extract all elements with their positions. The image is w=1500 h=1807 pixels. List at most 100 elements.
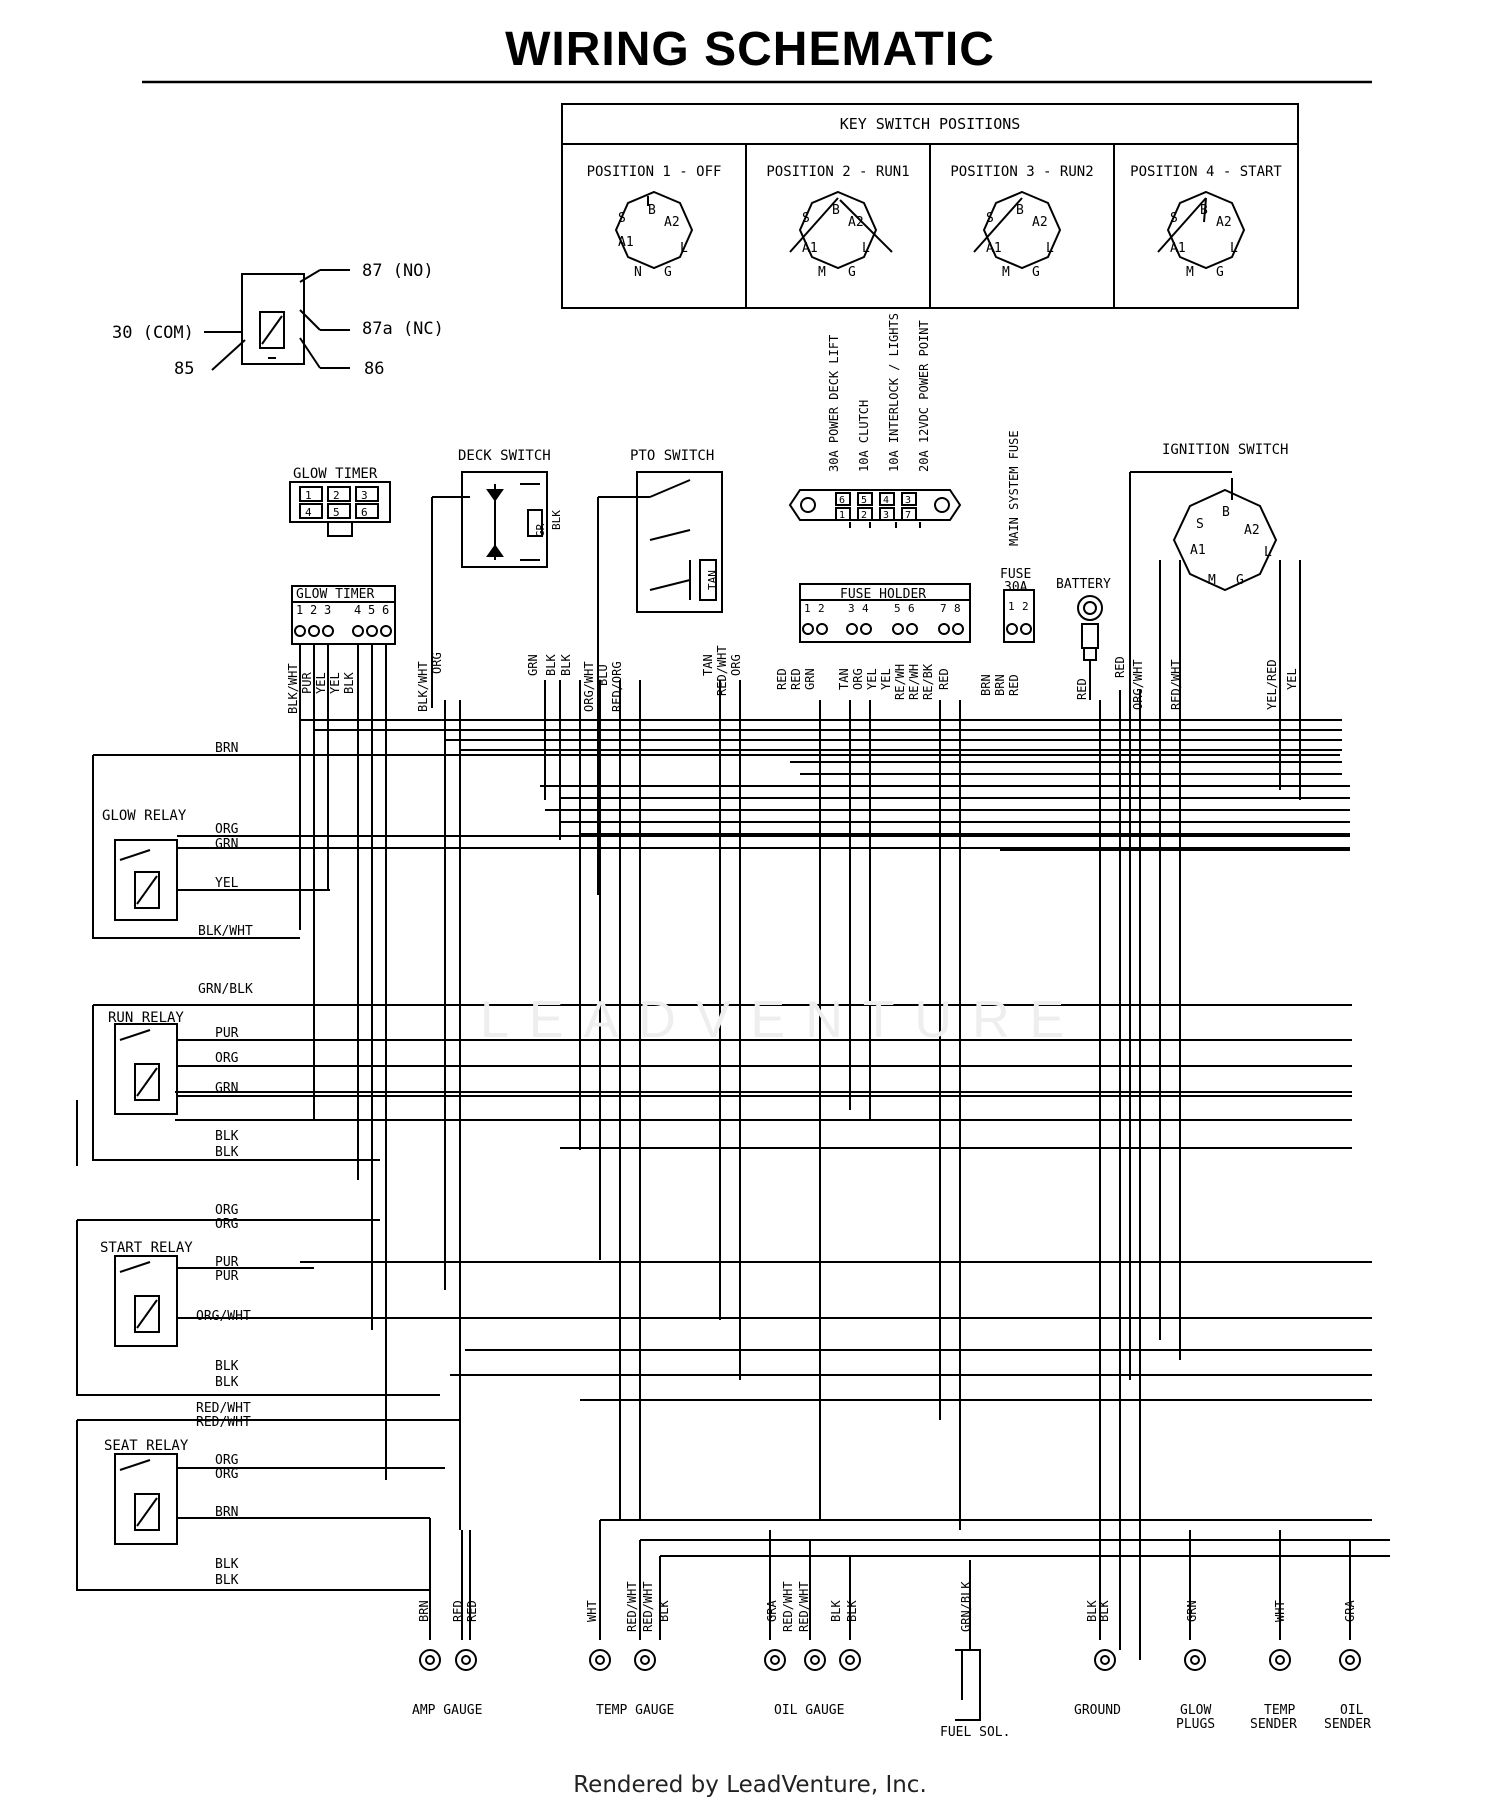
svg-text:YEL: YEL <box>879 668 893 690</box>
run-relay-label: RUN RELAY <box>108 1010 184 1026</box>
svg-text:G: G <box>664 265 672 280</box>
glow-relay-symbol <box>92 754 1350 939</box>
svg-text:BLK: BLK <box>215 1359 239 1374</box>
svg-text:B: B <box>648 203 656 218</box>
svg-text:RED: RED <box>465 1600 479 1622</box>
svg-text:1: 1 <box>1008 600 1015 613</box>
svg-text:BLK: BLK <box>544 654 558 676</box>
svg-text:RED: RED <box>1007 674 1021 696</box>
svg-text:BRN: BRN <box>417 1600 431 1622</box>
svg-text:GRN: GRN <box>215 837 238 852</box>
svg-text:5: 5 <box>861 495 867 506</box>
svg-text:2: 2 <box>861 510 867 521</box>
svg-text:BRN: BRN <box>979 674 993 696</box>
svg-text:FUSE HOLDER: FUSE HOLDER <box>840 587 926 602</box>
svg-text:B: B <box>1200 203 1208 218</box>
temp-gauge-label: TEMP GAUGE <box>596 1703 674 1718</box>
svg-text:4: 4 <box>305 506 312 519</box>
svg-text:2: 2 <box>310 603 317 617</box>
svg-text:BRN: BRN <box>215 741 238 756</box>
svg-text:3: 3 <box>361 489 368 502</box>
svg-text:M: M <box>818 265 826 280</box>
svg-text:20A 12VDC POWER POINT: 20A 12VDC POWER POINT <box>917 320 931 472</box>
svg-text:GRA: GRA <box>765 1600 779 1622</box>
svg-text:BRN: BRN <box>215 1505 238 1520</box>
svg-text:BLK/WHT: BLK/WHT <box>416 661 430 712</box>
svg-text:RED: RED <box>451 1600 465 1622</box>
svg-text:BLK: BLK <box>215 1573 239 1588</box>
svg-text:6: 6 <box>361 506 368 519</box>
oil-sender-label-2: SENDER <box>1324 1717 1371 1732</box>
fuel-sol-label: FUEL SOL. <box>940 1725 1010 1740</box>
svg-text:BLK: BLK <box>845 1600 859 1622</box>
svg-text:BLK: BLK <box>215 1375 239 1390</box>
position-4-label: POSITION 4 - START <box>1130 164 1282 180</box>
svg-text:G: G <box>1032 265 1040 280</box>
svg-text:GRN: GRN <box>1185 1600 1199 1622</box>
svg-text:PUR: PUR <box>215 1255 239 1270</box>
svg-text:RED/WHT: RED/WHT <box>641 1581 655 1632</box>
svg-text:RED: RED <box>1113 656 1127 678</box>
svg-text:GRN: GRN <box>526 654 540 676</box>
svg-text:RED/ORG: RED/ORG <box>610 661 624 712</box>
svg-text:L: L <box>1264 545 1272 560</box>
svg-text:ORG/WHT: ORG/WHT <box>196 1309 251 1324</box>
svg-text:A2: A2 <box>848 215 864 230</box>
svg-text:RED: RED <box>1075 678 1089 700</box>
position-1-label: POSITION 1 - OFF <box>587 164 722 180</box>
svg-text:RED/WHT: RED/WHT <box>715 645 729 696</box>
key-dial-4 <box>1157 190 1246 270</box>
svg-text:ORG: ORG <box>215 1467 239 1482</box>
svg-text:S: S <box>802 211 810 226</box>
svg-text:A2: A2 <box>664 215 680 230</box>
svg-text:TAN: TAN <box>837 668 851 690</box>
svg-text:WHT: WHT <box>1273 1600 1287 1622</box>
svg-text:RED/WHT: RED/WHT <box>196 1401 251 1416</box>
svg-text:BLK: BLK <box>215 1129 239 1144</box>
svg-text:FUSE: FUSE <box>1000 567 1031 582</box>
svg-text:GRN/BLK: GRN/BLK <box>198 982 253 997</box>
svg-text:ORG: ORG <box>215 1203 239 1218</box>
svg-text:RED/WHT: RED/WHT <box>797 1581 811 1632</box>
svg-text:B: B <box>1016 203 1024 218</box>
fuse-30a <box>1003 589 1035 643</box>
temp-sender-label-1: TEMP <box>1264 1703 1295 1718</box>
svg-text:3: 3 <box>324 603 331 617</box>
svg-text:ORG/WHT: ORG/WHT <box>1131 659 1145 710</box>
ground-label: GROUND <box>1074 1703 1121 1718</box>
svg-text:7: 7 <box>940 602 947 615</box>
pto-switch <box>636 471 723 613</box>
svg-text:1: 1 <box>305 489 312 502</box>
relay-labels: GLOW RELAY BRN ORG GRN YEL BLK/WHT RUN R… <box>100 741 253 1588</box>
svg-text:YEL: YEL <box>314 672 328 694</box>
svg-text:6: 6 <box>382 603 389 617</box>
deck-switch <box>461 471 548 568</box>
svg-text:10A CLUTCH: 10A CLUTCH <box>857 400 871 472</box>
svg-text:5: 5 <box>333 506 340 519</box>
svg-text:RED/WHT: RED/WHT <box>1169 659 1183 710</box>
svg-text:4: 4 <box>354 603 361 617</box>
start-relay-symbol <box>76 1219 1372 1396</box>
svg-text:87 (NO): 87 (NO) <box>362 261 434 281</box>
watermark: LEADVENTURE <box>480 991 1085 1049</box>
svg-text:30A: 30A <box>1004 580 1028 595</box>
svg-text:BLK: BLK <box>215 1145 239 1160</box>
svg-text:ORG: ORG <box>215 1051 239 1066</box>
glow-relay-label: GLOW RELAY <box>102 808 187 824</box>
svg-text:RED: RED <box>789 668 803 690</box>
seat-relay-symbol <box>76 1419 460 1591</box>
run-relay-symbol <box>76 1004 1352 1166</box>
svg-text:N: N <box>634 265 642 280</box>
svg-text:PUR: PUR <box>215 1269 239 1284</box>
svg-text:BLK: BLK <box>342 672 356 694</box>
svg-text:A1: A1 <box>802 241 818 256</box>
fuse-holder <box>799 583 971 643</box>
svg-text:A2: A2 <box>1244 523 1260 538</box>
svg-text:BLK: BLK <box>559 654 573 676</box>
svg-text:3: 3 <box>883 510 889 521</box>
svg-text:GRN: GRN <box>215 1081 238 1096</box>
svg-text:10A INTERLOCK / LIGHTS: 10A INTERLOCK / LIGHTS <box>887 313 901 472</box>
oil-gauge-label: OIL GAUGE <box>774 1703 844 1718</box>
svg-text:3: 3 <box>905 495 911 506</box>
